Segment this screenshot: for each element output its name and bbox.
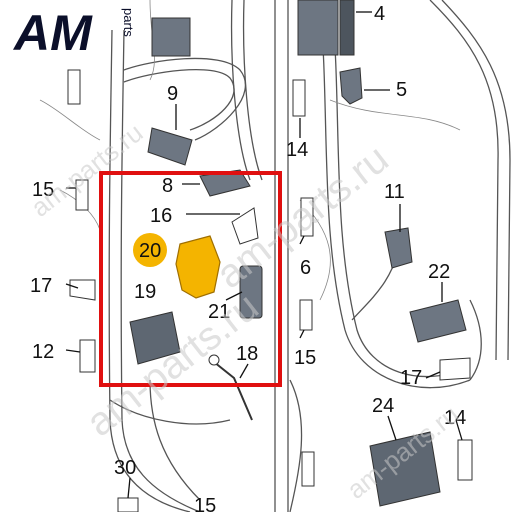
part-16 (231, 207, 259, 245)
callout-14-right: 14 (444, 407, 466, 429)
callout-21: 21 (208, 301, 230, 323)
part-18 (213, 361, 253, 421)
part-left-clip (67, 69, 81, 105)
part-9 (147, 127, 193, 166)
part-11 (384, 227, 413, 269)
part-17-left (69, 279, 96, 301)
callout-6: 6 (300, 257, 311, 279)
callout-15-bottom: 15 (194, 495, 216, 512)
part-4 (297, 0, 339, 56)
part-15-left (75, 179, 89, 211)
callout-14-top: 14 (286, 139, 308, 161)
callout-17-right: 17 (400, 367, 422, 389)
logo-text: AM (12, 5, 93, 61)
callout-4: 4 (374, 3, 385, 25)
callout-11: 11 (384, 181, 405, 203)
part-30 (117, 497, 139, 512)
callout-20: 20 (139, 240, 161, 262)
callout-18: 18 (236, 343, 258, 365)
highlight-box (99, 171, 282, 387)
part-20-highlighted (175, 235, 221, 299)
part-19 (129, 311, 181, 365)
callout-labels: 4 5 9 14 15 8 16 11 20 22 17 19 21 6 12 … (30, 3, 466, 512)
part-21 (239, 265, 263, 319)
part-15-mid (299, 299, 313, 331)
part-5 (339, 67, 363, 105)
part-15-bottom (301, 451, 315, 487)
part-14-right (457, 439, 473, 481)
callout-9: 9 (167, 83, 178, 105)
callout-19: 19 (134, 281, 156, 303)
harness-wires (108, 0, 511, 512)
callout-12: 12 (32, 341, 54, 363)
part-22 (409, 299, 467, 343)
callout-24: 24 (372, 395, 394, 417)
part-24 (369, 431, 441, 507)
callout-30: 30 (114, 457, 136, 479)
logo-suffix: parts (121, 8, 136, 37)
callout-15-mid: 15 (294, 347, 316, 369)
part-17-right (439, 357, 471, 381)
part-14-top (292, 79, 306, 117)
watermarks: am-parts.ru am-parts.ru am-parts.ru am-p… (25, 117, 464, 504)
callout-20-badge (133, 233, 167, 267)
callout-22: 22 (428, 261, 450, 283)
leader-lines (65, 11, 463, 499)
am-parts-logo: AM parts (12, 5, 136, 61)
callout-5: 5 (396, 79, 407, 101)
part-top-connector (151, 17, 191, 57)
part-12 (79, 339, 96, 373)
part-6 (300, 197, 314, 237)
callout-16: 16 (150, 205, 172, 227)
callout-15-left: 15 (32, 179, 54, 201)
callout-8: 8 (162, 175, 173, 197)
callout-17-left: 17 (30, 275, 52, 297)
